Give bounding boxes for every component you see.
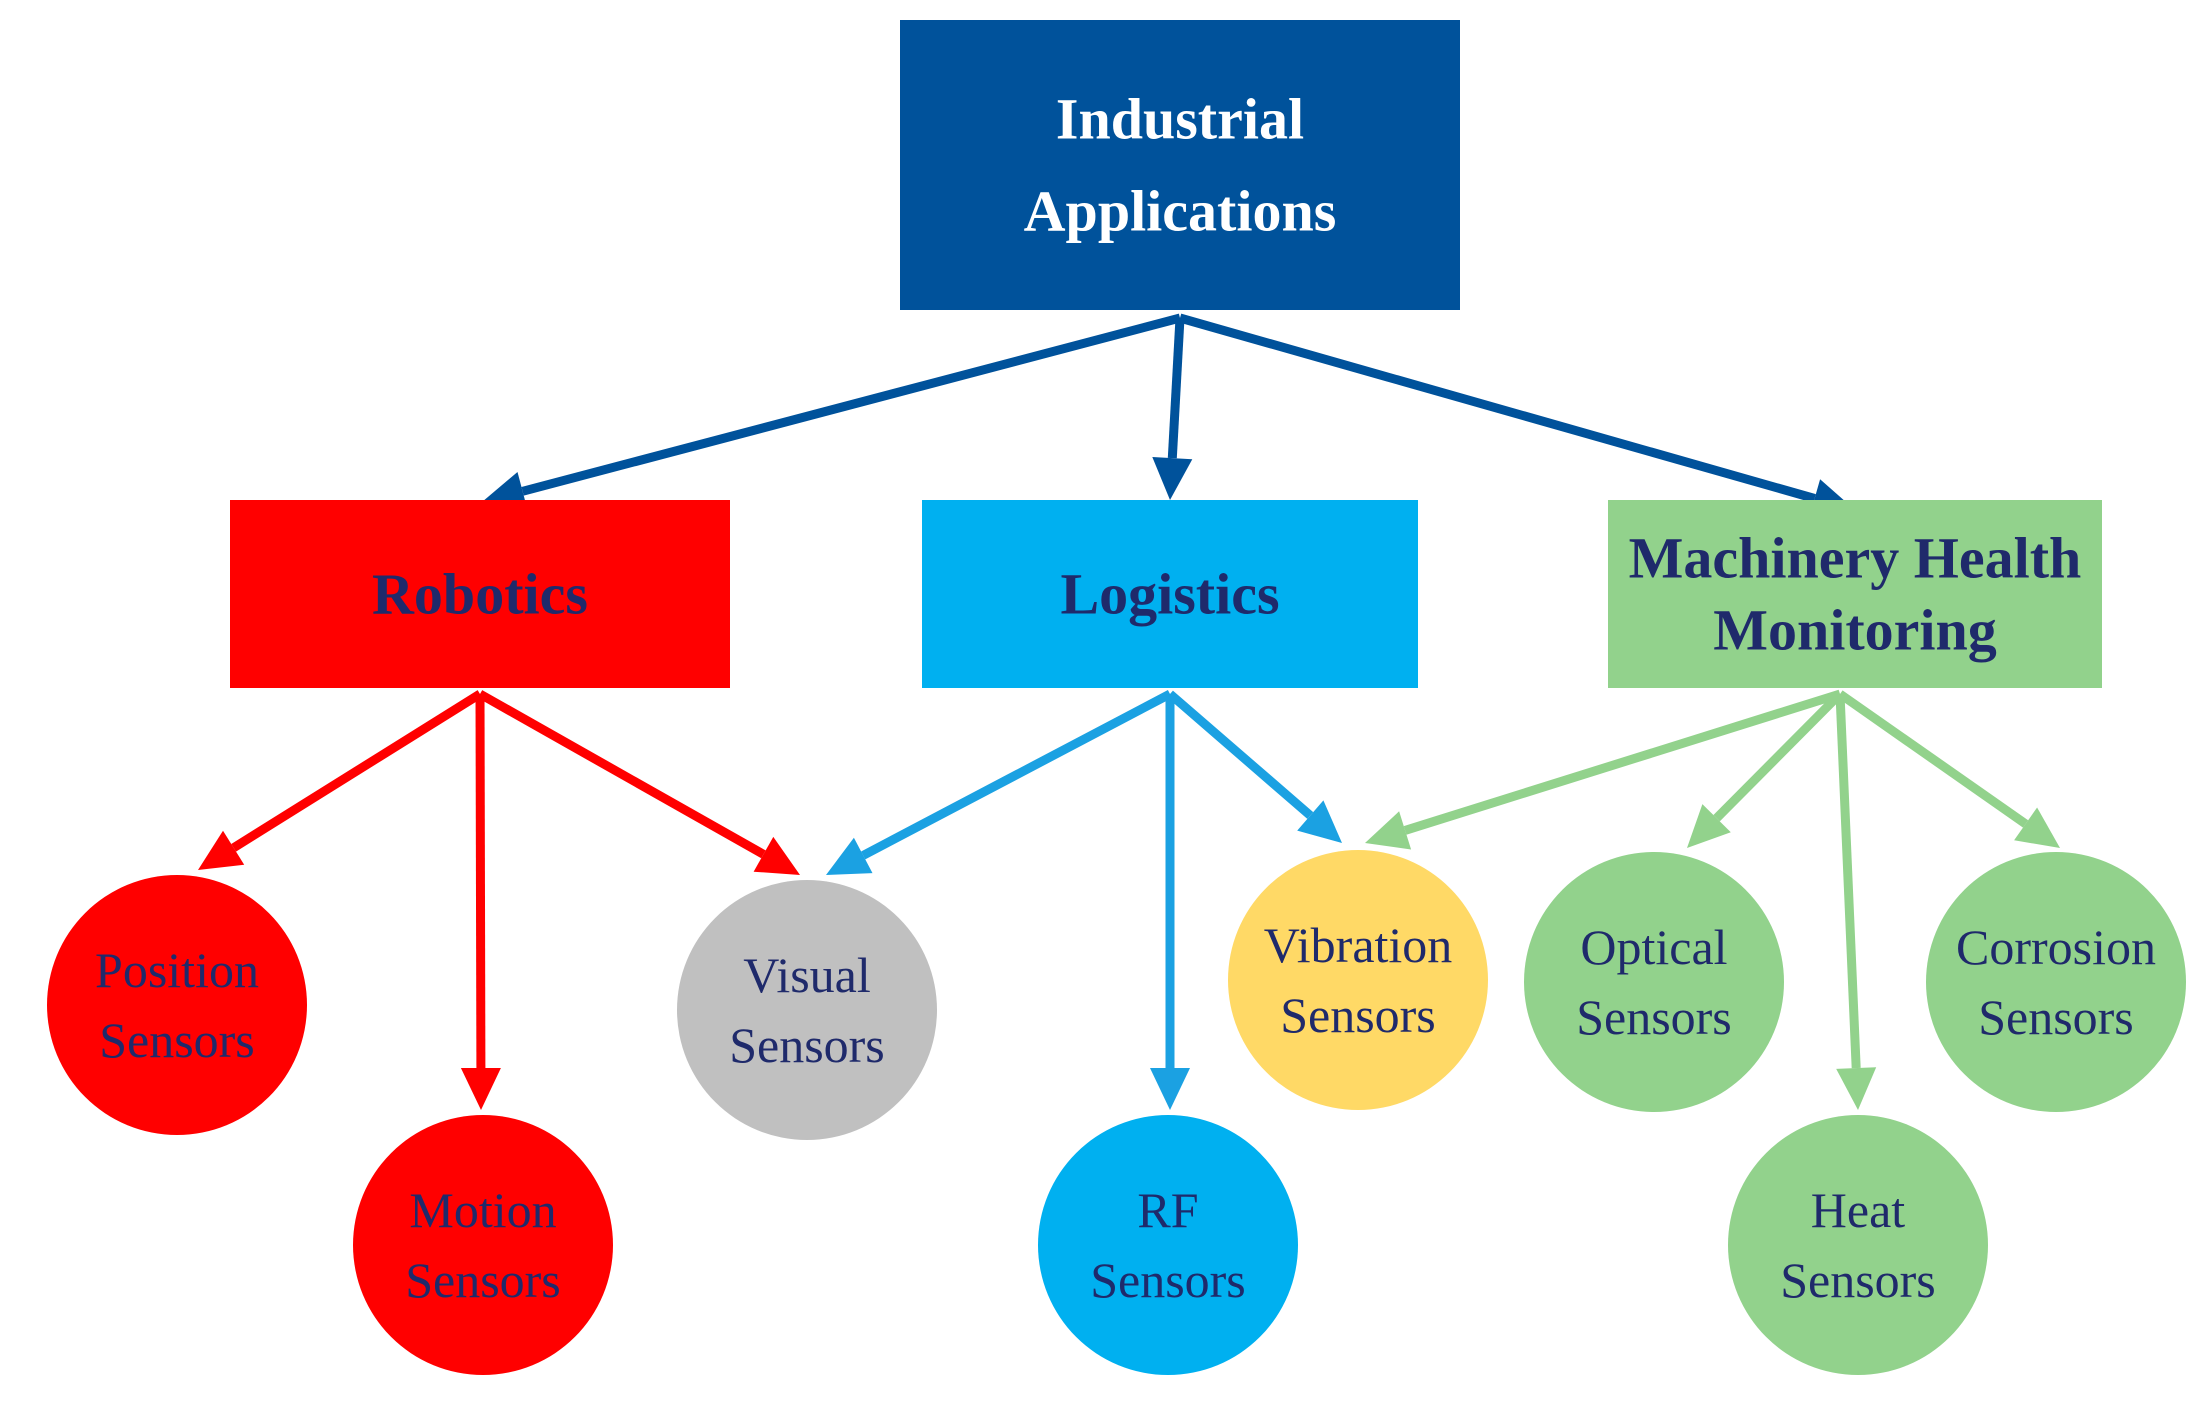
node-label-line: Sensors bbox=[99, 1012, 255, 1068]
node-label-line: Corrosion bbox=[1956, 919, 2156, 975]
category-box bbox=[1608, 500, 2102, 688]
arrowhead-icon bbox=[1836, 1067, 1877, 1110]
arrowhead-icon bbox=[198, 830, 245, 870]
edge-root-to-logistics bbox=[1152, 317, 1193, 500]
node-label-line: Sensors bbox=[1780, 1252, 1936, 1308]
node-label-line: Applications bbox=[1024, 179, 1337, 244]
node-label-line: Sensors bbox=[1576, 989, 1732, 1045]
category-box bbox=[922, 500, 1418, 688]
arrowhead-icon bbox=[1150, 1068, 1190, 1110]
arrowhead-icon bbox=[1687, 804, 1731, 848]
arrowhead-icon bbox=[1152, 457, 1193, 500]
node-label-line: Sensors bbox=[405, 1252, 561, 1308]
edge-logistics-to-rf bbox=[1150, 694, 1190, 1110]
arrowhead-icon bbox=[1297, 800, 1342, 843]
edge-line bbox=[1837, 690, 2029, 828]
node-label-line: Logistics bbox=[1060, 562, 1279, 627]
node-label-line: Optical bbox=[1580, 919, 1727, 975]
edge-root-to-robotics bbox=[482, 313, 1182, 511]
node-label-line: Motion bbox=[409, 1182, 556, 1238]
arrowhead-icon bbox=[1365, 811, 1412, 850]
edge-line bbox=[231, 690, 483, 852]
node-label-line: Sensors bbox=[1090, 1252, 1246, 1308]
arrowhead-icon bbox=[2014, 807, 2060, 848]
category-box bbox=[230, 500, 730, 688]
node-label-line: Machinery Health bbox=[1629, 526, 2082, 591]
arrowhead-icon bbox=[826, 837, 873, 875]
node-label-line: RF bbox=[1137, 1182, 1198, 1238]
edge-machinery-health-to-heat bbox=[1835, 693, 1877, 1110]
node-label-line: Sensors bbox=[729, 1017, 885, 1073]
edge-robotics-to-visual bbox=[477, 690, 800, 875]
sensor-circle bbox=[1038, 1115, 1298, 1375]
arrowhead-icon bbox=[753, 836, 800, 875]
edge-line bbox=[1167, 690, 1314, 819]
edge-logistics-to-visual bbox=[826, 690, 1173, 875]
node-label-line: Industrial bbox=[1056, 87, 1304, 152]
node-label-line: Vibration bbox=[1264, 917, 1453, 973]
sensor-circle bbox=[1228, 850, 1488, 1110]
edge-line bbox=[1713, 690, 1844, 822]
edge-line bbox=[475, 693, 486, 1069]
node-category-robotics: Robotics bbox=[230, 500, 730, 688]
edge-line bbox=[861, 690, 1173, 860]
node-label-line: Position bbox=[95, 942, 259, 998]
edge-line bbox=[1178, 313, 1816, 503]
node-label-line: Monitoring bbox=[1713, 598, 1997, 663]
edge-line bbox=[477, 690, 766, 859]
edge-robotics-to-motion bbox=[460, 693, 501, 1110]
sensor-circle bbox=[677, 880, 937, 1140]
edge-logistics-to-vibration bbox=[1167, 690, 1342, 843]
edge-root-to-machinery-health bbox=[1178, 313, 1855, 518]
edges-layer bbox=[198, 313, 2060, 1110]
sensor-circle bbox=[1524, 852, 1784, 1112]
sensor-circle bbox=[1926, 852, 2186, 1112]
node-category-logistics: Logistics bbox=[922, 500, 1418, 688]
node-label-line: Sensors bbox=[1280, 987, 1436, 1043]
edge-robotics-to-position bbox=[198, 690, 483, 870]
root-box bbox=[900, 20, 1460, 310]
edge-line bbox=[1403, 689, 1842, 835]
edge-line bbox=[1835, 693, 1861, 1069]
edge-machinery-health-to-vibration bbox=[1365, 689, 1842, 850]
node-sensor-rf: RF Sensors bbox=[1038, 1115, 1298, 1375]
node-label-line: Heat bbox=[1811, 1182, 1905, 1238]
node-label-line: Visual bbox=[743, 947, 871, 1003]
sensor-circle bbox=[47, 875, 307, 1135]
sensor-circle bbox=[1728, 1115, 1988, 1375]
node-label-line: Robotics bbox=[372, 562, 588, 627]
edge-machinery-health-to-corrosion bbox=[1837, 690, 2060, 848]
edge-machinery-health-to-optical bbox=[1687, 690, 1844, 848]
edge-line bbox=[521, 313, 1182, 496]
sensor-circle bbox=[353, 1115, 613, 1375]
node-label-line: Sensors bbox=[1978, 989, 2134, 1045]
edge-line bbox=[1167, 317, 1185, 459]
arrowhead-icon bbox=[460, 1068, 501, 1110]
